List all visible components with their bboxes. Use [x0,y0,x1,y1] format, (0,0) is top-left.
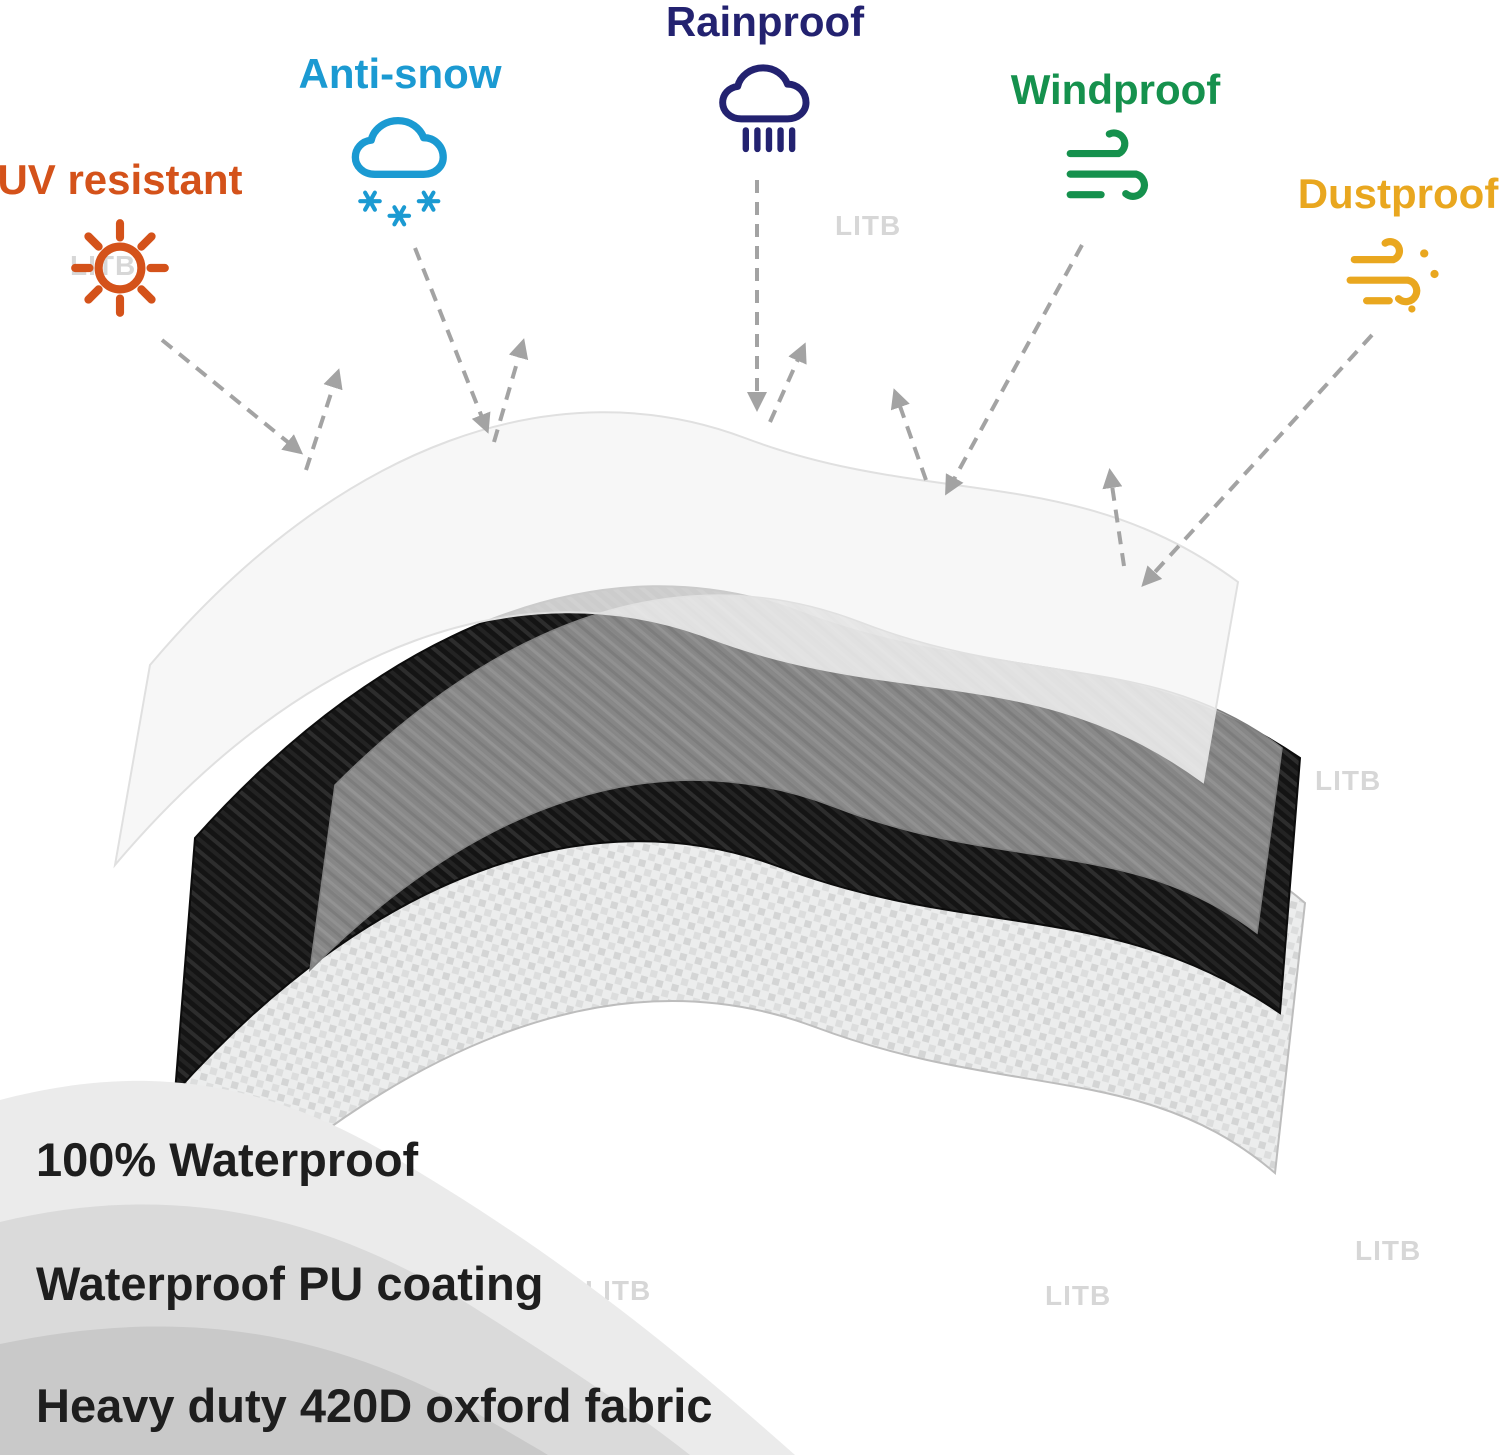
feature-windproof-label: Windproof [1010,66,1221,113]
feature-rainproof-label: Rainproof [665,0,865,45]
watermark-text: LITB [1315,765,1382,796]
sun-icon [64,212,176,324]
dashed-arrow [413,247,491,434]
watermark-text: LITB [1045,1280,1112,1311]
spec-pu-coating: Waterproof PU coating [36,1257,544,1310]
fabric-layers [113,411,1307,1273]
rain-cloud-icon [708,54,823,164]
feature-anti-snow: Anti-snow [295,50,505,228]
dashed-arrow [1102,468,1126,567]
feature-rainproof: Rainproof [660,0,870,164]
dashed-arrow [1141,333,1374,587]
feature-anti-snow-label: Anti-snow [298,50,502,97]
watermark-text: LITB [835,210,902,241]
translucent-cover-layer [113,411,1240,869]
watermark-text: LITB [1355,1235,1422,1266]
dashed-arrow [945,244,1084,496]
feature-uv-label: UV resistant [0,156,243,203]
spec-panel-waves [0,1080,795,1455]
spec-waterproof: 100% Waterproof [36,1133,419,1186]
snow-cloud-icon [343,106,458,228]
dashed-arrow [890,388,928,481]
dashed-arrows [160,180,1374,587]
feature-dustproof: Dustproof [1297,170,1499,322]
dust-wind-icon [1344,226,1452,322]
feature-uv-resistant: UV resistant [0,156,243,324]
panel-wave [0,1326,548,1455]
dashed-arrow [768,342,807,423]
spec-oxford-fabric: Heavy duty 420D oxford fabric [36,1379,713,1432]
feature-dustproof-label: Dustproof [1297,170,1499,217]
feature-windproof: Windproof [1008,66,1223,218]
dashed-arrow [304,368,343,471]
dashed-arrow [492,338,529,443]
wind-icon [1062,122,1170,218]
dashed-arrow [160,338,304,455]
